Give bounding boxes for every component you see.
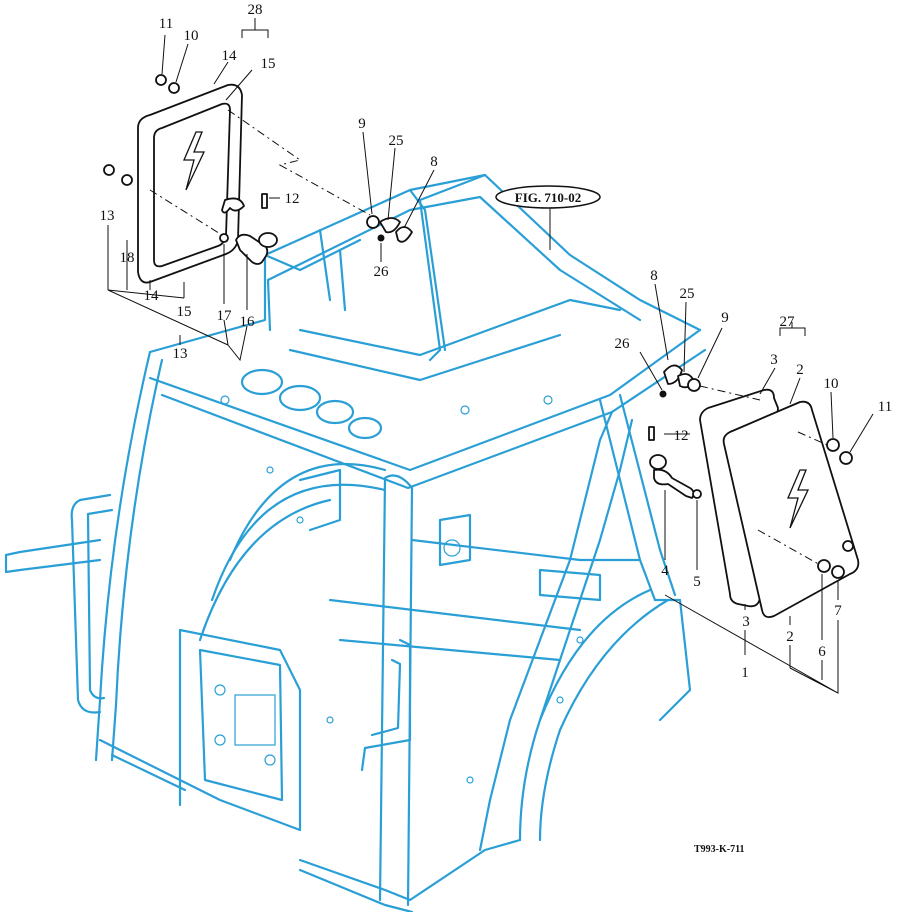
callout-right-10: 10	[824, 376, 839, 392]
left-washer-10	[168, 82, 180, 94]
left-screw-26	[377, 234, 385, 242]
right-window-handle	[653, 468, 695, 499]
callout-right-12: 12	[674, 428, 689, 444]
figure-reference-bubble	[495, 185, 601, 209]
left-washer-9	[366, 215, 380, 229]
right-window-assembly	[648, 364, 860, 619]
callout-left-14-top: 14	[222, 48, 238, 64]
left-washer-11	[155, 74, 167, 86]
left-catch-8	[395, 226, 413, 243]
callout-left-28: 28	[248, 2, 263, 18]
right-washer-7	[831, 565, 845, 579]
right-glass-warning-icon	[787, 469, 810, 529]
callout-right-3-top: 3	[770, 352, 778, 368]
left-latch-tab	[221, 197, 245, 214]
left-pin	[261, 193, 268, 209]
callout-right-25: 25	[680, 286, 695, 302]
right-screw-26	[659, 390, 667, 398]
leader-lines	[107, 18, 874, 694]
left-window-handle	[235, 233, 269, 265]
right-glass-hole	[842, 540, 854, 552]
callout-right-4: 4	[661, 563, 669, 579]
callout-right-9: 9	[721, 310, 729, 326]
callout-left-13-b: 13	[173, 346, 188, 362]
callout-right-26: 26	[615, 336, 631, 352]
callout-left-18: 18	[120, 250, 135, 266]
callout-right-2-top: 2	[796, 362, 804, 378]
right-washer-6	[817, 559, 831, 573]
callout-left-8: 8	[430, 154, 438, 170]
right-catch-8	[663, 364, 683, 385]
right-washer-10	[826, 438, 840, 452]
left-washer-17	[219, 233, 229, 243]
callout-right-5: 5	[693, 574, 701, 590]
callout-right-7: 7	[834, 603, 842, 619]
left-window-assembly	[103, 74, 413, 284]
callout-right-1: 1	[741, 665, 749, 681]
callout-right-27: 27	[780, 314, 796, 330]
callout-left-11: 11	[159, 16, 173, 32]
callout-right-6: 6	[818, 644, 826, 660]
callout-left-16: 16	[240, 314, 256, 330]
left-washer-13	[103, 164, 115, 176]
right-pin-12	[648, 426, 655, 441]
callout-left-14-bottom: 14	[144, 288, 160, 304]
callout-left-25: 25	[389, 133, 404, 149]
left-washer-18	[121, 174, 133, 186]
callout-right-2-bottom: 2	[786, 629, 794, 645]
callout-right-8: 8	[650, 268, 658, 284]
callout-right-3-bottom: 3	[742, 614, 750, 630]
callout-left-17: 17	[217, 308, 233, 324]
figure-code: T993-K-711	[694, 844, 745, 855]
callout-left-10: 10	[184, 28, 199, 44]
cab-frame	[4, 173, 707, 912]
callout-left-15-bottom: 15	[177, 304, 192, 320]
callout-right-11: 11	[878, 399, 892, 415]
callout-left-12: 12	[285, 191, 300, 207]
glass-warning-icon	[183, 131, 206, 191]
left-handle-knob	[258, 232, 278, 248]
callout-labels: 11 10 28 14 15 9 25 8 12 13 18 14 15 17 …	[100, 2, 893, 855]
right-handle-knob	[649, 454, 667, 470]
right-washer-9	[687, 378, 701, 392]
left-window-glass	[153, 102, 231, 268]
right-washer-11	[839, 451, 853, 465]
callout-left-26: 26	[374, 264, 390, 280]
left-latch-25	[379, 217, 401, 234]
callout-left-15-top: 15	[261, 56, 276, 72]
right-washer-5	[692, 489, 702, 499]
callout-left-9: 9	[358, 116, 366, 132]
callout-left-13-a: 13	[100, 208, 115, 224]
figure-reference: FIG. 710-02	[515, 190, 581, 205]
